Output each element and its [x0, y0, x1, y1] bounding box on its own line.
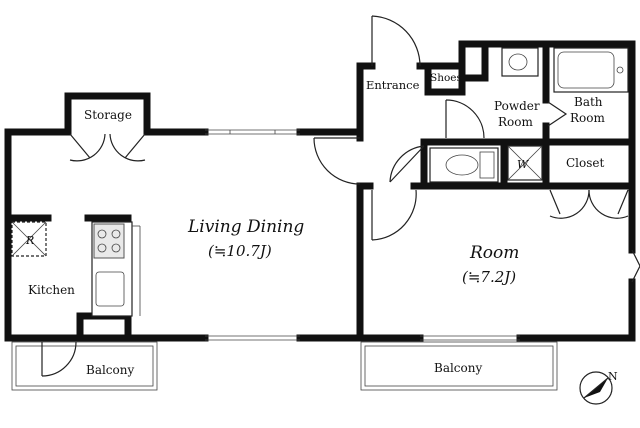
ld-entrance-door	[313, 137, 361, 185]
room-label: Room	[469, 243, 519, 263]
toilet-door	[389, 145, 425, 183]
kitchen-counter	[91, 221, 141, 317]
refrigerator-mark: R	[25, 234, 34, 247]
toilet-icon	[429, 147, 499, 183]
balcony-left-label: Balcony	[86, 363, 134, 377]
closet-label: Closet	[566, 156, 605, 170]
living-dining-size: (≒10.7J)	[208, 242, 272, 260]
living-dining-label: Living Dining	[187, 217, 304, 237]
washbasin-icon	[501, 47, 539, 77]
entrance-label: Entrance	[366, 78, 420, 92]
walls	[4, 40, 636, 342]
washer-icon	[507, 145, 543, 181]
balcony-right-outline	[360, 341, 558, 391]
windows	[205, 129, 520, 341]
washer-mark: W	[517, 158, 530, 171]
closet-doors	[549, 189, 629, 219]
powder-room-door	[445, 99, 485, 139]
balcony-right-label: Balcony	[434, 361, 482, 375]
room-size: (≒7.2J)	[462, 268, 516, 286]
balcony-left-outline	[11, 341, 158, 391]
balcony-door-left	[41, 341, 77, 377]
storage-doors	[69, 133, 146, 162]
compass-icon	[579, 371, 613, 405]
powder-room-label-2: Room	[498, 115, 533, 129]
compass-mark: N	[608, 370, 618, 383]
shoes-label: Shoes	[430, 72, 462, 84]
powder-room-label-1: Powder	[494, 99, 540, 113]
refrigerator-icon	[11, 221, 47, 257]
kitchen-label: Kitchen	[28, 283, 75, 297]
right-window-door	[631, 249, 640, 283]
bath-room-label-2: Room	[570, 111, 605, 125]
bath-room-label-1: Bath	[574, 95, 603, 109]
bath-door	[547, 101, 568, 127]
room-door	[371, 189, 417, 241]
entrance-door	[371, 15, 421, 67]
storage-label: Storage	[84, 108, 132, 122]
bathtub-icon	[553, 47, 629, 93]
